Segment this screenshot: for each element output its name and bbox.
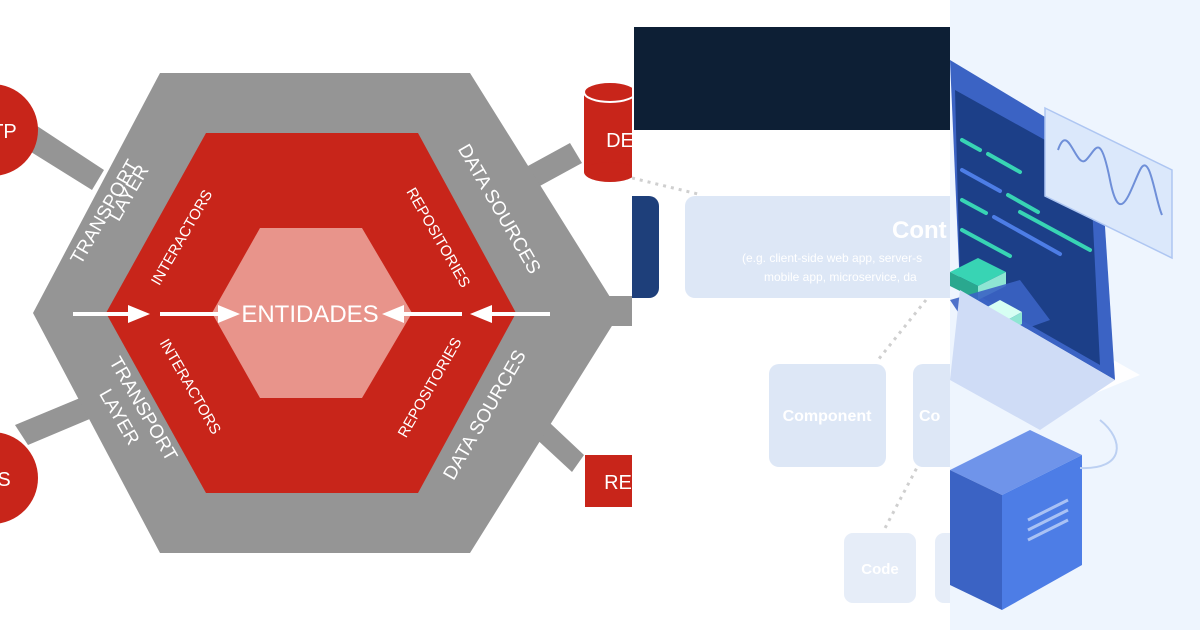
arrow-left-outer — [470, 305, 550, 323]
component-label: Component — [783, 408, 873, 425]
laptop-illustration — [950, 0, 1200, 630]
svg-text:DE: DE — [606, 130, 632, 152]
container-box: Cont (e.g. client-side web app, server-s… — [685, 196, 950, 298]
cable — [1079, 419, 1118, 470]
code-label: Code — [861, 561, 899, 578]
code-lines — [960, 138, 1092, 258]
entities-label: ENTIDADES — [241, 301, 378, 328]
code-box-2 — [935, 533, 950, 603]
server-box — [950, 430, 1082, 610]
connector-bottom-left — [15, 393, 104, 445]
entities-core — [212, 228, 412, 398]
node-http: TP — [0, 84, 38, 176]
component-label-2: Co — [919, 408, 941, 425]
svg-text:TP: TP — [0, 121, 17, 143]
svg-text:RE: RE — [604, 472, 632, 494]
component-box: Component — [769, 364, 886, 467]
node-bottom-left: S — [0, 432, 38, 524]
container-desc-line1: (e.g. client-side web app, server-s — [742, 251, 922, 265]
laptop-deck — [950, 290, 1115, 430]
hexagonal-architecture-diagram: ENTIDADES TRANSPORT LAYER TRANSPORT LAYE… — [0, 73, 632, 553]
svg-text:S: S — [0, 469, 11, 491]
component-box-2: Co — [913, 364, 950, 467]
chart-card — [1044, 106, 1173, 260]
arrow-right-outer — [73, 305, 150, 323]
container-title: Cont — [892, 217, 947, 244]
database-icon: DE — [583, 81, 632, 182]
software-system-box — [632, 196, 659, 298]
node-re: RE — [585, 455, 632, 507]
code-box: Code — [844, 533, 916, 603]
c4-model-diagram: Cont (e.g. client-side web app, server-s… — [632, 0, 950, 630]
arrow-right-inner — [160, 305, 240, 323]
arrow-left-inner — [382, 305, 462, 323]
container-desc-line2: mobile app, microservice, da — [764, 270, 917, 284]
header-block — [634, 27, 950, 130]
